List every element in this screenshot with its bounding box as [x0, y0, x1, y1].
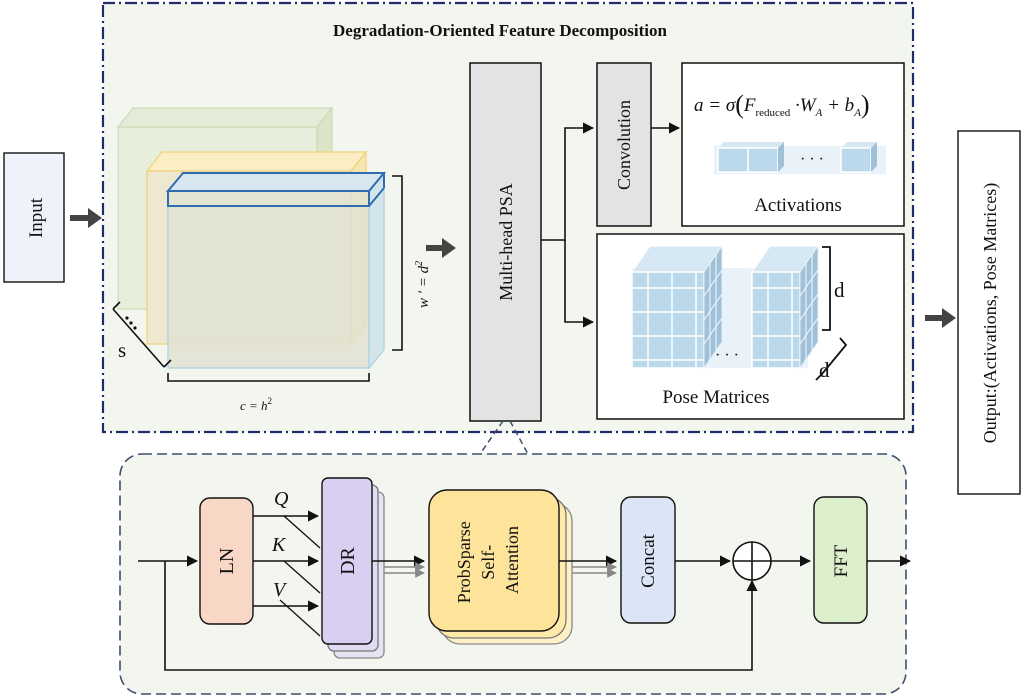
- activation-formula: a = σ(Freduced ·WA + bA): [694, 90, 870, 119]
- dr-label: DR: [337, 546, 359, 574]
- probsparse-block[interactable]: [428, 489, 573, 645]
- c-bracket: [167, 373, 370, 382]
- psa-block[interactable]: [469, 62, 542, 422]
- qkv-arrows: [253, 510, 321, 637]
- w-bracket: [392, 175, 403, 351]
- v-label: V: [273, 579, 288, 601]
- dr-block[interactable]: [321, 477, 385, 659]
- dr-to-prob-arrows: [372, 555, 426, 578]
- bottom-flow-lines: [138, 555, 758, 671]
- zoom-connector: [479, 420, 529, 455]
- pose-d-bracket-vertical: [822, 246, 831, 331]
- q-label: Q: [274, 488, 289, 510]
- activations-ellipsis: · · ·: [800, 151, 824, 168]
- output-box: [957, 130, 1021, 495]
- prob-to-concat-arrows: [559, 555, 618, 578]
- s-label: s: [118, 338, 126, 362]
- pose-d-label-vertical: d: [834, 278, 845, 302]
- c-label: c = h2: [240, 396, 272, 413]
- activation-cubes: [714, 142, 886, 174]
- input-box: [3, 152, 65, 283]
- add-node: [732, 541, 772, 581]
- input-arrow: [70, 208, 102, 228]
- w-label: w ' = d2: [414, 261, 432, 308]
- feature-stack: [116, 106, 387, 370]
- convolution-block[interactable]: [596, 62, 652, 227]
- pose-cubes: [631, 244, 819, 370]
- pose-d-bracket-diagonal: [815, 337, 848, 381]
- convolution-label: Convolution: [614, 100, 634, 190]
- stack-to-psa-arrow: [426, 238, 456, 258]
- ln-label: LN: [216, 548, 238, 575]
- output-label: Output:(Activations, Pose Matrices): [980, 183, 1001, 443]
- activations-label: Activations: [754, 195, 842, 216]
- pose-ellipsis: · · ·: [715, 347, 739, 364]
- fft-block[interactable]: [813, 496, 868, 624]
- psa-label: Multi-head PSA: [496, 183, 516, 301]
- concat-label: Concat: [638, 533, 659, 588]
- pose-d-label-diagonal: d: [819, 358, 830, 382]
- k-label: K: [271, 534, 287, 556]
- pose-matrices-label: Pose Matrices: [662, 387, 769, 408]
- s-bracket: [112, 301, 172, 368]
- probsparse-label: ProbSparse Self- Attention: [454, 517, 522, 604]
- input-label: Input: [26, 197, 47, 238]
- panel-title: Degradation-Oriented Feature Decompositi…: [333, 21, 668, 40]
- output-arrow: [925, 308, 956, 328]
- fft-label: FFT: [831, 544, 852, 577]
- psa-split-arrows: [541, 122, 595, 328]
- concat-block[interactable]: [620, 496, 676, 624]
